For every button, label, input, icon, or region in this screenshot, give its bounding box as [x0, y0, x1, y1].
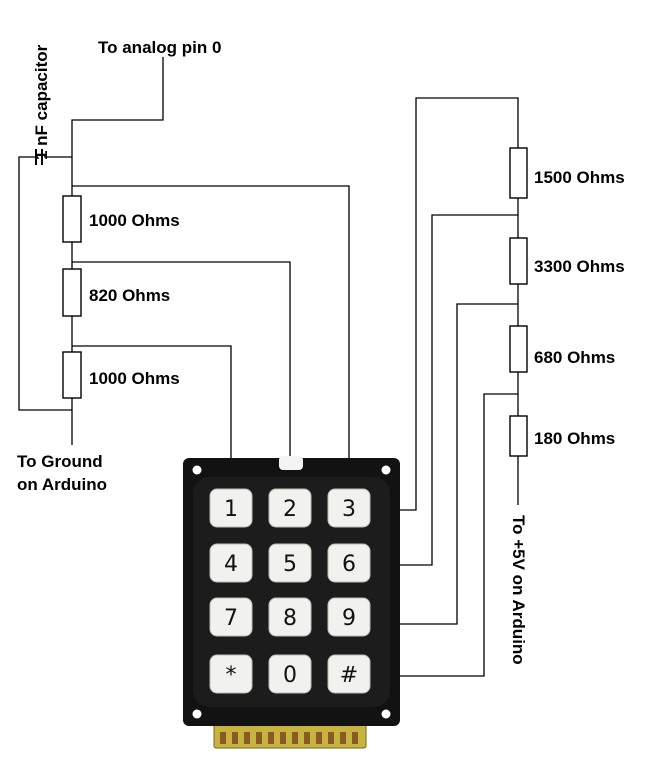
- key-3-cap[interactable]: [327, 488, 371, 528]
- row3-wire: [398, 303, 518, 625]
- keypad: 1 2 3 4 5 6 7 8 9 * 0 #: [183, 456, 400, 749]
- key-5-cap[interactable]: [268, 543, 312, 583]
- keypad-mounting-holes: [192, 465, 391, 719]
- key-7-label: 7: [224, 606, 238, 631]
- key-1-label: 1: [224, 497, 238, 522]
- key-8-cap[interactable]: [268, 597, 312, 637]
- key-hash[interactable]: #: [327, 654, 371, 694]
- key-star-label: *: [226, 663, 237, 688]
- key-7[interactable]: 7: [209, 597, 253, 637]
- vcc-label: To +5V on Arduino: [509, 515, 528, 665]
- key-4[interactable]: 4: [209, 543, 253, 583]
- key-2[interactable]: 2: [268, 488, 312, 528]
- key-2-cap[interactable]: [268, 488, 312, 528]
- row2-wire: [398, 214, 518, 566]
- resistor-left-3-label: 1000 Ohms: [89, 369, 180, 388]
- mount-hole-br: [381, 709, 391, 719]
- key-0-label: 0: [283, 663, 297, 688]
- resistor-right-4-label: 180 Ohms: [534, 429, 615, 448]
- mount-hole-tl: [192, 465, 202, 475]
- left-ladder-wires: [18, 57, 350, 458]
- resistor-left-3: [62, 351, 82, 399]
- key-5-label: 5: [283, 552, 297, 577]
- resistor-left-2: [62, 268, 82, 317]
- capacitor-label: 1 nF capacitor: [32, 44, 51, 160]
- capacitor-wire-left: [18, 156, 72, 411]
- capacitor-symbol: [35, 149, 43, 165]
- right-ladder-wires: [398, 97, 519, 677]
- key-5[interactable]: 5: [268, 543, 312, 583]
- tap-col1-wire: [72, 345, 232, 458]
- key-3-label: 3: [342, 497, 356, 522]
- key-1-cap[interactable]: [209, 488, 253, 528]
- tap-col3-wire: [72, 185, 350, 458]
- mount-hole-tr: [381, 465, 391, 475]
- resistor-right-3: [509, 325, 528, 373]
- keypad-pcb-pads: [220, 732, 358, 744]
- key-8[interactable]: 8: [268, 597, 312, 637]
- resistor-right-4: [509, 415, 528, 457]
- key-4-label: 4: [224, 552, 238, 577]
- key-4-cap[interactable]: [209, 543, 253, 583]
- key-2-label: 2: [283, 497, 297, 522]
- key-8-label: 8: [283, 606, 297, 631]
- top-row-wire: [398, 97, 519, 511]
- key-0[interactable]: 0: [268, 654, 312, 694]
- key-9[interactable]: 9: [327, 597, 371, 637]
- mount-hole-bl: [192, 709, 202, 719]
- resistor-left-1-label: 1000 Ohms: [89, 211, 180, 230]
- left-resistors: [62, 195, 82, 399]
- key-hash-label: #: [340, 663, 358, 688]
- tap-col2-wire: [72, 261, 291, 458]
- key-star-cap[interactable]: [209, 654, 253, 694]
- ground-label-line2: on Arduino: [17, 475, 107, 494]
- ground-label-line1: To Ground: [17, 452, 103, 471]
- resistor-right-2: [509, 237, 528, 285]
- key-star[interactable]: *: [209, 654, 253, 694]
- resistor-right-2-label: 3300 Ohms: [534, 257, 625, 276]
- key-6-cap[interactable]: [327, 543, 371, 583]
- key-6[interactable]: 6: [327, 543, 371, 583]
- key-3[interactable]: 3: [327, 488, 371, 528]
- resistor-left-2-label: 820 Ohms: [89, 286, 170, 305]
- resistor-right-1: [509, 147, 528, 199]
- row4-wire: [398, 393, 518, 677]
- analog-pin-wire: [71, 57, 164, 152]
- keypad-keys: 1 2 3 4 5 6 7 8 9 * 0 #: [209, 488, 371, 694]
- resistor-right-1-label: 1500 Ohms: [534, 168, 625, 187]
- key-0-cap[interactable]: [268, 654, 312, 694]
- analog-pin-label: To analog pin 0: [98, 38, 221, 57]
- resistor-right-3-label: 680 Ohms: [534, 348, 615, 367]
- key-hash-cap[interactable]: [327, 654, 371, 694]
- key-6-label: 6: [342, 552, 356, 577]
- resistor-left-1: [62, 195, 82, 243]
- key-1[interactable]: 1: [209, 488, 253, 528]
- keypad-face: [193, 477, 390, 707]
- right-resistors: [509, 147, 528, 457]
- keypad-notch: [279, 456, 303, 470]
- key-9-label: 9: [342, 606, 356, 631]
- key-7-cap[interactable]: [209, 597, 253, 637]
- key-9-cap[interactable]: [327, 597, 371, 637]
